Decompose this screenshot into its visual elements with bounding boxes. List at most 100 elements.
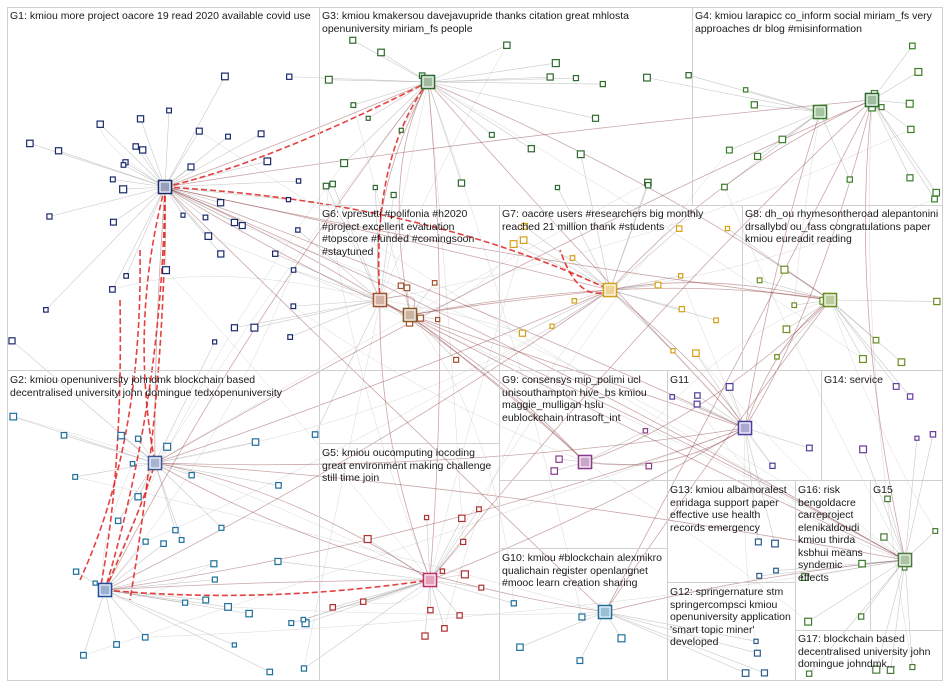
group-box-g17 [795, 630, 943, 681]
edge [609, 228, 680, 291]
edge [696, 403, 746, 429]
edge-inter-group [154, 462, 431, 581]
edge [343, 81, 429, 164]
edge-inter-group [409, 289, 611, 316]
edge [164, 161, 268, 188]
network-node [390, 191, 397, 199]
network-node [906, 174, 914, 182]
network-node [458, 514, 466, 523]
network-hub-node-image [825, 295, 835, 305]
group-label-g8: G8: dh_ou rhymesontheroad alepantonini d… [745, 208, 939, 245]
edge [11, 340, 156, 464]
network-node [163, 442, 172, 451]
network-node [80, 651, 87, 659]
group-label-g4: G4: kmiou larapicc co_inform social miri… [695, 10, 932, 35]
network-node [884, 495, 891, 503]
edge [332, 183, 381, 301]
network-node [858, 559, 866, 568]
network-hub-node-image [160, 182, 170, 192]
edge [154, 462, 176, 531]
network-node [644, 182, 652, 189]
edge [776, 299, 831, 358]
network-node [274, 557, 282, 566]
network-node [678, 305, 685, 313]
network-node [224, 602, 232, 611]
network-hub-node [577, 454, 593, 470]
network-node [46, 213, 53, 220]
network-node [908, 42, 916, 50]
network-node [741, 669, 750, 677]
edge [164, 110, 170, 188]
network-node [295, 227, 301, 233]
edge-inter-group [427, 81, 441, 581]
group-label-g11: G11 [670, 374, 690, 386]
edge [104, 162, 345, 591]
edge [104, 269, 294, 591]
group-label-g17: G17: blockchain based decentralised univ… [798, 633, 931, 670]
network-node [760, 669, 769, 677]
network-node [782, 325, 791, 334]
network-node [550, 467, 559, 475]
edge [145, 289, 611, 542]
edge [277, 561, 431, 581]
network-node [350, 102, 357, 109]
network-node [109, 218, 117, 226]
network-node [846, 176, 853, 183]
edge-inter-group [154, 462, 606, 613]
network-node [220, 72, 229, 81]
network-node [188, 471, 195, 479]
edge-inter-group [744, 99, 873, 429]
network-node [771, 539, 779, 548]
network-node [725, 382, 734, 391]
network-node [519, 236, 528, 245]
network-node [929, 431, 937, 438]
group-box-g1 [7, 7, 320, 371]
network-node [202, 596, 210, 604]
edge-inter-group [427, 81, 746, 429]
edge [427, 44, 507, 83]
network-hub-node-image [900, 555, 910, 565]
edge-inter-group [164, 186, 586, 463]
network-node [245, 609, 253, 618]
network-node [257, 130, 265, 138]
network-node [859, 445, 868, 454]
network-node [43, 307, 49, 313]
edge [672, 396, 746, 429]
network-node [643, 73, 651, 82]
edge-inter-group [609, 282, 831, 301]
network-node [181, 599, 189, 606]
network-node [363, 534, 372, 544]
edge-inter-group [409, 314, 746, 429]
edge-inter-group [104, 289, 611, 591]
edge [904, 559, 913, 668]
edge-strong [143, 186, 166, 464]
edge [367, 538, 431, 581]
network-node [460, 570, 469, 579]
network-node [204, 232, 213, 240]
network-hub-node-image [150, 458, 160, 468]
network-node [377, 48, 385, 57]
network-node [9, 412, 18, 421]
edge [363, 579, 431, 602]
network-hub-node-image [867, 95, 877, 105]
edge [165, 269, 431, 581]
network-node [453, 356, 460, 363]
network-node [742, 87, 749, 93]
network-node [750, 101, 758, 109]
edge [297, 229, 381, 301]
edge [759, 559, 906, 577]
network-node [290, 267, 297, 273]
network-node [300, 665, 308, 672]
edge-inter-group [164, 186, 606, 613]
network-node [230, 324, 239, 332]
network-node [933, 297, 941, 306]
edge [759, 280, 831, 301]
network-node [724, 225, 731, 232]
network-hub-node [897, 552, 913, 568]
network-node [398, 127, 404, 133]
edge [400, 81, 429, 131]
network-node [250, 323, 259, 332]
edge [164, 133, 262, 188]
network-node [212, 339, 218, 345]
network-node [397, 282, 405, 290]
